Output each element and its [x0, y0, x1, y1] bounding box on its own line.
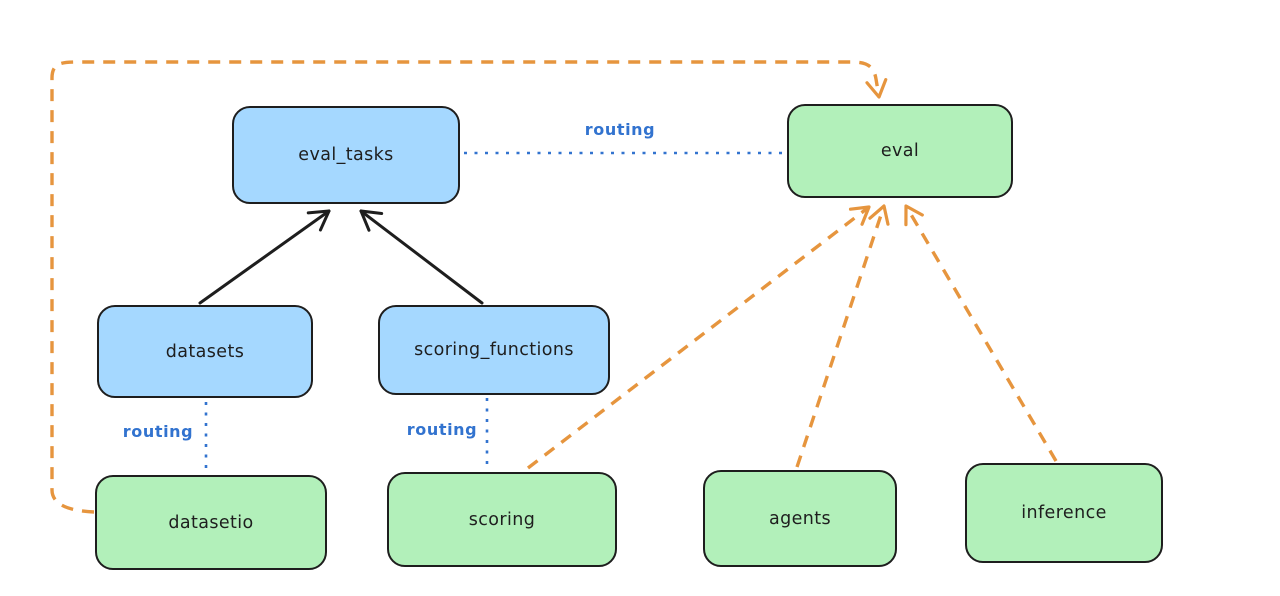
edge-label-routing-top: routing — [584, 120, 656, 139]
edge-label-routing-left: routing — [122, 422, 194, 441]
edge-scoring-functions-to-eval-tasks — [359, 209, 484, 305]
node-scoring: scoring — [387, 472, 617, 567]
edge-inference-to-eval — [904, 204, 1058, 462]
node-scoring-functions-label: scoring_functions — [414, 340, 574, 360]
edge-label-routing-mid: routing — [406, 420, 478, 439]
node-eval-label: eval — [880, 141, 920, 161]
node-datasets-label: datasets — [165, 341, 245, 362]
node-scoring-label: scoring — [468, 509, 536, 530]
edge-datasets-to-eval-tasks — [198, 209, 331, 305]
edge-agents-to-eval — [795, 204, 890, 468]
node-datasetio: datasetio — [95, 475, 327, 570]
node-datasets: datasets — [97, 305, 313, 398]
node-datasetio-label: datasetio — [168, 512, 254, 533]
edge-scoring-to-eval — [526, 205, 871, 470]
node-inference-label: inference — [1021, 503, 1107, 523]
node-agents-label: agents — [768, 508, 832, 529]
node-eval-tasks-label: eval_tasks — [298, 145, 394, 165]
node-eval: eval — [787, 104, 1013, 198]
node-scoring-functions: scoring_functions — [378, 305, 610, 395]
node-agents: agents — [703, 470, 897, 567]
node-eval-tasks: eval_tasks — [232, 106, 460, 204]
node-inference: inference — [965, 463, 1163, 563]
edge-datasetio-to-eval — [50, 60, 888, 514]
